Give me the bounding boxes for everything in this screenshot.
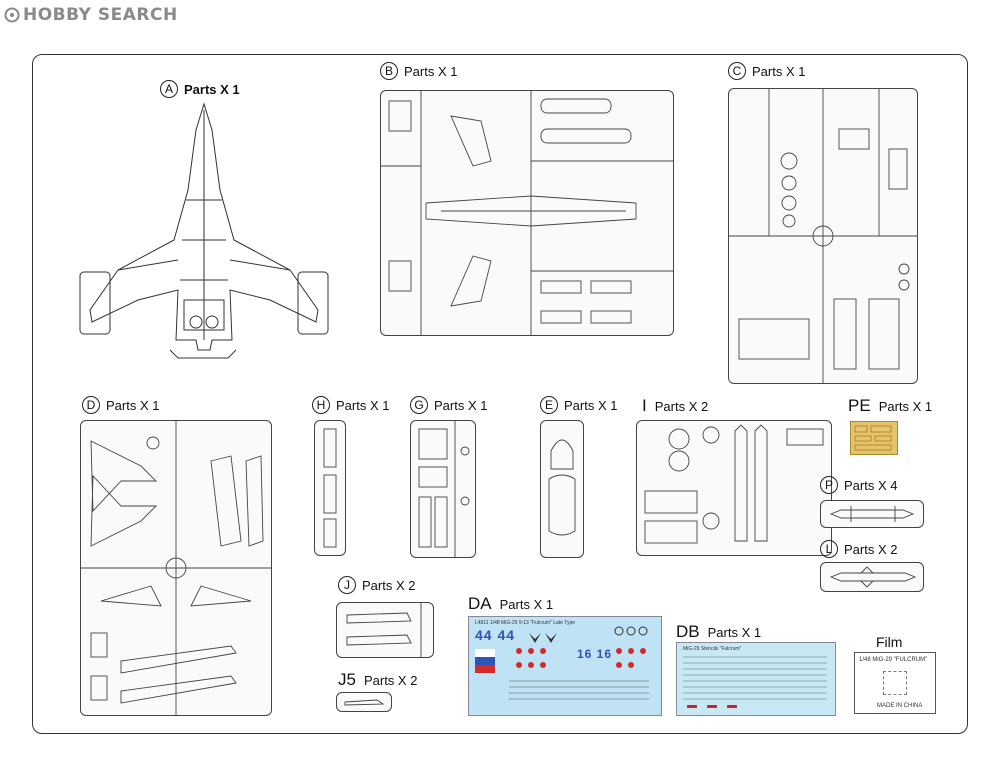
sprue-qty: Parts X 1 bbox=[404, 63, 458, 79]
sprue-d-frame bbox=[80, 420, 272, 716]
sprue-a-frame bbox=[78, 100, 330, 362]
decal-sheet-db: MiG-29 Stencils "Fulcrum" bbox=[676, 642, 836, 716]
sprue-qty: Parts X 1 bbox=[564, 397, 618, 413]
sprue-e-label: E Parts X 1 bbox=[540, 396, 617, 414]
sprue-letter: J bbox=[338, 576, 356, 594]
sprue-c-frame bbox=[728, 88, 918, 384]
sprue-i-label: I Parts X 2 bbox=[642, 396, 708, 416]
sprue-l-label: L Parts X 2 bbox=[820, 540, 897, 558]
sprue-i-parts bbox=[644, 424, 824, 544]
sprue-a-label: A Parts X 1 bbox=[160, 80, 240, 98]
logo-mark-icon bbox=[4, 7, 20, 23]
sprue-qty: Parts X 1 bbox=[752, 63, 806, 79]
sprue-b-parts bbox=[381, 91, 673, 335]
sprue-c-parts bbox=[729, 89, 917, 383]
sprue-letter: DA bbox=[468, 594, 492, 613]
sprue-qty: Parts X 1 bbox=[106, 397, 160, 413]
sprue-p-label: P Parts X 4 bbox=[820, 476, 897, 494]
decal-sheet-da: L4811 1/48 MiG-29 9-13 "Fulcrum" Late Ty… bbox=[468, 616, 662, 716]
sprue-letter: E bbox=[540, 396, 558, 414]
sprue-g-frame bbox=[410, 420, 476, 558]
sprue-g-label: G Parts X 1 bbox=[410, 396, 487, 414]
hobby-search-logo[interactable]: HOBBY SEARCH bbox=[4, 4, 178, 26]
sprue-letter: J5 bbox=[338, 670, 356, 689]
sprue-letter: G bbox=[410, 396, 428, 414]
film-footer: MADE IN CHINA bbox=[877, 703, 923, 709]
sprue-letter: C bbox=[728, 62, 746, 80]
sprue-e-frame bbox=[540, 420, 584, 558]
decal-header: L4811 1/48 MiG-29 9-13 "Fulcrum" Late Ty… bbox=[475, 620, 576, 626]
sprue-qty: Parts X 1 bbox=[434, 397, 488, 413]
stencil-artwork bbox=[683, 656, 827, 708]
photo-etch-parts bbox=[854, 425, 892, 451]
sprue-b-frame bbox=[380, 90, 674, 336]
sprue-letter: DB bbox=[676, 622, 700, 641]
decal-number: 44 44 bbox=[475, 627, 516, 643]
logo-text: HOBBY SEARCH bbox=[23, 5, 178, 25]
sprue-letter: I bbox=[642, 396, 647, 415]
sprue-h-label: H Parts X 1 bbox=[312, 396, 389, 414]
sprue-p-frame bbox=[820, 500, 924, 528]
film-label: Film bbox=[876, 634, 903, 650]
decal-side-number: 16 16 bbox=[577, 647, 613, 661]
sprue-j-frame bbox=[336, 602, 434, 658]
sprue-qty: Parts X 4 bbox=[844, 477, 898, 493]
film-window bbox=[883, 671, 907, 695]
sprue-l-frame bbox=[820, 562, 924, 592]
sprue-letter: A bbox=[160, 80, 178, 98]
sprue-j-label: J Parts X 2 bbox=[338, 576, 415, 594]
sprue-letter: D bbox=[82, 396, 100, 414]
sprue-d-parts bbox=[81, 421, 271, 715]
sprue-qty: Parts X 1 bbox=[336, 397, 390, 413]
canopy-parts bbox=[548, 439, 576, 536]
film-sheet: 1/48 MiG-29 "FULCRUM" MADE IN CHINA bbox=[854, 652, 936, 714]
photo-etch-sheet bbox=[850, 421, 898, 455]
sprue-qty: Parts X 1 bbox=[707, 624, 762, 640]
sprue-qty: Parts X 1 bbox=[878, 398, 933, 414]
sprue-qty: Parts X 2 bbox=[654, 398, 709, 414]
sprue-j5-label: J5 Parts X 2 bbox=[338, 670, 417, 690]
sprue-letter: PE bbox=[848, 396, 871, 415]
decal-da-label: DA Parts X 1 bbox=[468, 594, 553, 614]
fuselage-drawing bbox=[79, 102, 329, 359]
sprue-h-parts bbox=[323, 428, 337, 548]
sprue-letter: L bbox=[820, 540, 838, 558]
decal-header: MiG-29 Stencils "Fulcrum" bbox=[683, 646, 742, 652]
sprue-d-label: D Parts X 1 bbox=[82, 396, 159, 414]
decal-artwork bbox=[475, 626, 649, 700]
sprue-qty: Parts X 1 bbox=[184, 81, 240, 97]
missile-part bbox=[829, 566, 917, 588]
decal-db-label: DB Parts X 1 bbox=[676, 622, 761, 642]
sprue-j5-frame bbox=[336, 692, 392, 712]
missile-part bbox=[829, 506, 915, 522]
sprue-j-parts bbox=[346, 603, 422, 657]
sprue-qty: Parts X 2 bbox=[363, 672, 418, 688]
sprue-h-frame bbox=[314, 420, 346, 556]
film-text: 1/48 MiG-29 "FULCRUM" bbox=[859, 657, 928, 663]
sprue-c-label: C Parts X 1 bbox=[728, 62, 805, 80]
sprue-qty: Parts X 2 bbox=[362, 577, 416, 593]
sprue-letter: B bbox=[380, 62, 398, 80]
sprue-i-frame bbox=[636, 420, 832, 556]
sprue-b-label: B Parts X 1 bbox=[380, 62, 457, 80]
sprue-g-parts bbox=[418, 421, 470, 557]
sprue-letter: H bbox=[312, 396, 330, 414]
sprue-qty: Parts X 2 bbox=[844, 541, 898, 557]
sprue-pe-label: PE Parts X 1 bbox=[848, 396, 932, 416]
sprue-qty: Parts X 1 bbox=[499, 596, 554, 612]
sprue-letter: P bbox=[820, 476, 838, 494]
sprue-j5-parts bbox=[344, 699, 385, 706]
